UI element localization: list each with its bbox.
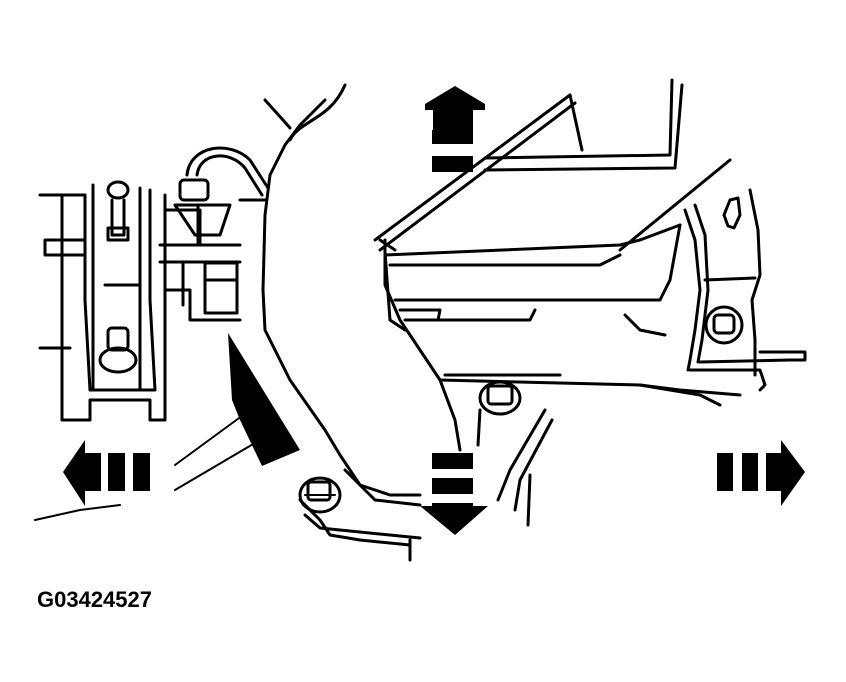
down-arrow-icon [420, 453, 488, 535]
upper-right-bolt [443, 373, 562, 527]
background-lines [34, 409, 261, 521]
exhaust-pipe [238, 83, 462, 562]
pointer-arrow-icon [228, 333, 300, 466]
crossmember [373, 78, 742, 407]
left-arrow-icon [63, 440, 150, 506]
right-arrow-icon [717, 440, 805, 506]
up-arrow-icon [425, 86, 485, 172]
lower-left-bolt [298, 476, 342, 514]
sensor-connector [203, 261, 239, 315]
figure-code-label: G03424527 [37, 587, 152, 612]
left-bracket-assembly [38, 146, 270, 422]
right-hanger [683, 188, 807, 392]
